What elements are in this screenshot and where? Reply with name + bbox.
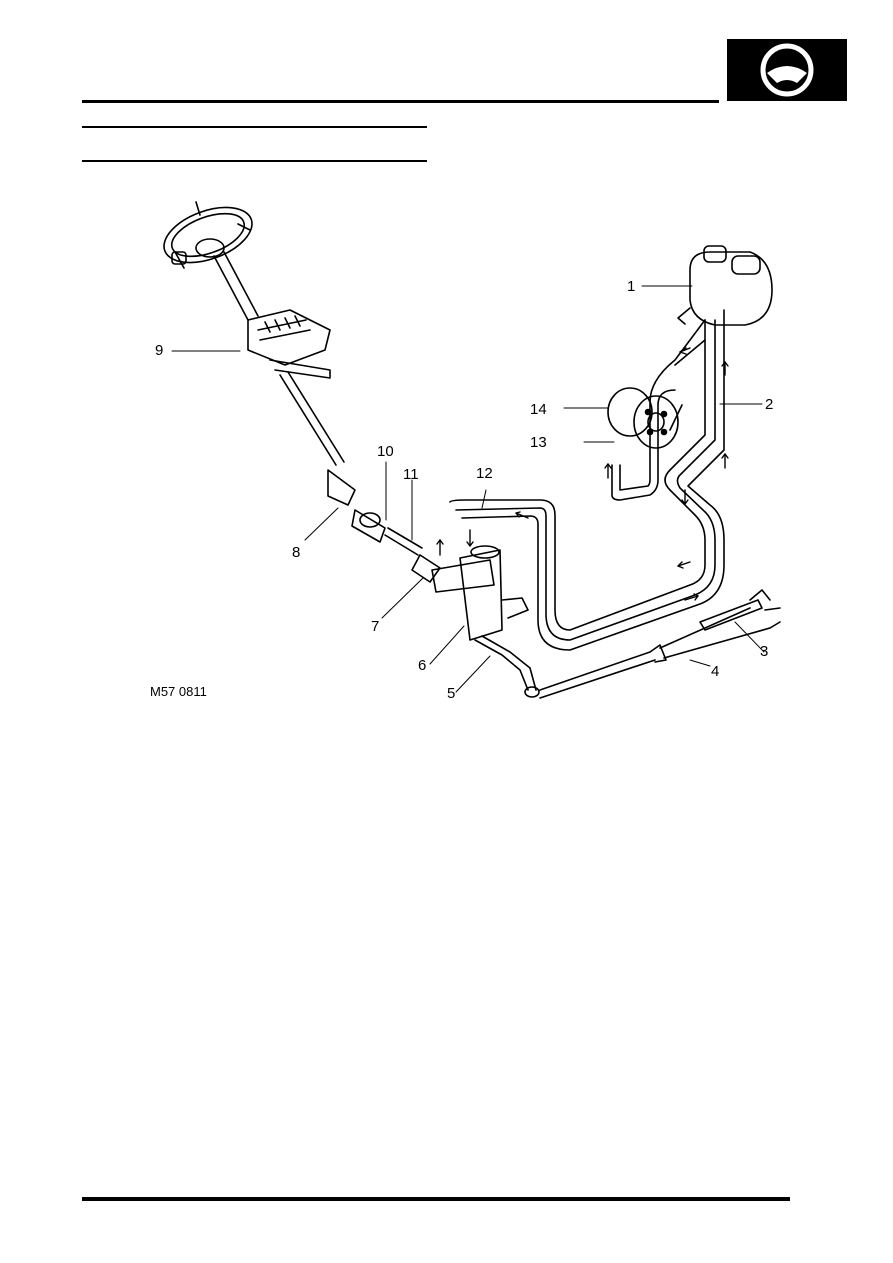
steering-wheel-icon bbox=[760, 43, 814, 97]
callout-10: 10 bbox=[377, 443, 394, 460]
pump bbox=[607, 387, 679, 449]
callout-5: 5 bbox=[447, 685, 456, 702]
callout-12: 12 bbox=[476, 465, 493, 482]
steering-system-diagram bbox=[163, 201, 781, 699]
header-rule bbox=[82, 100, 719, 103]
steering-box bbox=[431, 545, 540, 698]
callout-9: 9 bbox=[155, 342, 164, 359]
steering-column bbox=[213, 251, 345, 466]
title-rule-top bbox=[82, 126, 427, 128]
callout-4: 4 bbox=[711, 663, 720, 680]
callout-6: 6 bbox=[418, 657, 427, 674]
callout-11: 11 bbox=[403, 466, 419, 483]
hydraulic-pipes bbox=[449, 309, 725, 651]
reservoir bbox=[677, 245, 773, 326]
callout-14: 14 bbox=[530, 401, 547, 418]
callout-7: 7 bbox=[371, 618, 380, 635]
callout-13: 13 bbox=[530, 434, 547, 451]
figure-id: M57 0811 bbox=[150, 684, 207, 699]
leader-lines bbox=[171, 285, 765, 693]
footer-rule bbox=[82, 1197, 790, 1201]
title-rule-bottom bbox=[82, 160, 427, 162]
flow-arrows bbox=[436, 347, 729, 601]
section-badge bbox=[727, 39, 847, 101]
callout-2: 2 bbox=[765, 396, 774, 413]
callout-1: 1 bbox=[627, 278, 636, 295]
linkage bbox=[539, 589, 781, 699]
callout-8: 8 bbox=[292, 544, 301, 561]
lower-shaft bbox=[327, 469, 441, 583]
callout-3: 3 bbox=[760, 643, 769, 660]
steering-wheel bbox=[163, 201, 253, 269]
